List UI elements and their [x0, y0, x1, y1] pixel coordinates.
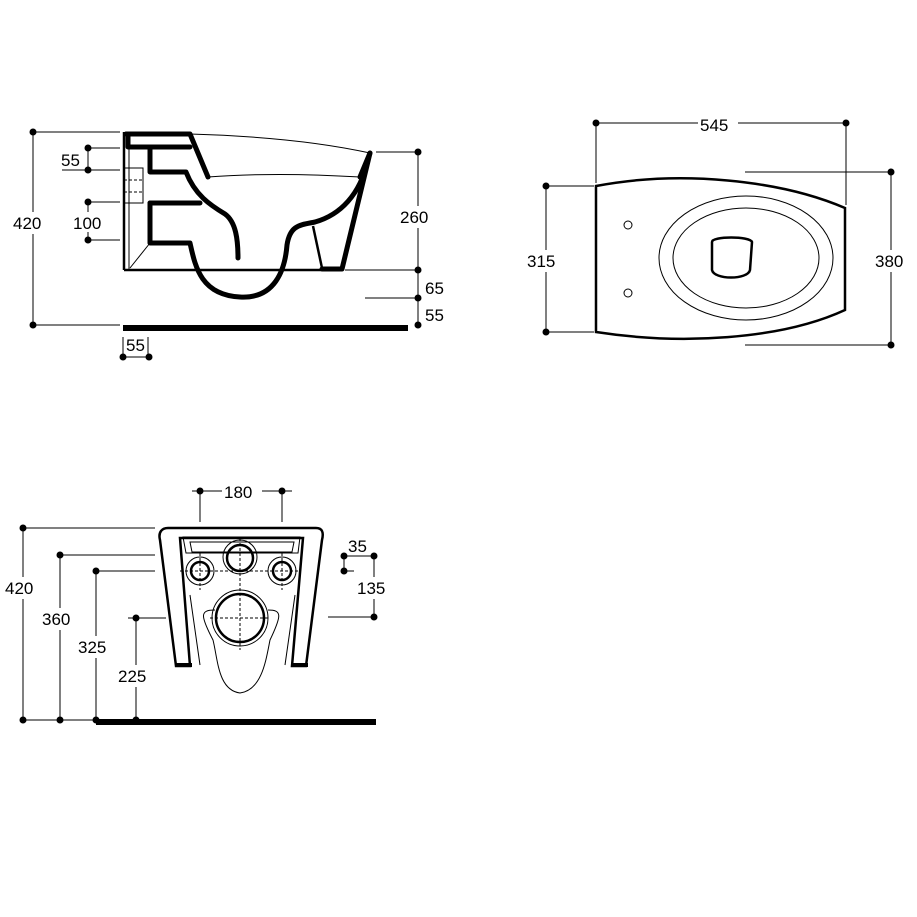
- dim-fixing-height: 325: [77, 567, 155, 724]
- dim-outlet-height: 100: [72, 198, 120, 244]
- dim-label: 100: [73, 214, 101, 233]
- dim-total-height: 420: [10, 128, 120, 329]
- side-view: 420 55 100 260 65: [10, 128, 444, 361]
- side-view-toilet-outline: [122, 131, 373, 300]
- dim-label: 135: [357, 579, 385, 598]
- dim-floor-clearance: 55: [414, 306, 444, 329]
- top-view-toilet-outline: [594, 177, 847, 340]
- dim-label: 35: [348, 537, 367, 556]
- dim-label: 55: [126, 336, 145, 355]
- dim-length: 545: [592, 114, 850, 205]
- dim-label: 420: [5, 579, 33, 598]
- dim-label: 380: [875, 252, 903, 271]
- dim-label: 315: [527, 252, 555, 271]
- dim-label: 360: [42, 610, 70, 629]
- dim-label: 420: [13, 214, 41, 233]
- dim-wall-offset: 55: [119, 336, 153, 361]
- dim-bowl-height: 260: [345, 148, 438, 325]
- rear-view: 180 420 360 325 2: [4, 482, 395, 725]
- dim-rear-width: 315: [526, 182, 594, 336]
- dim-label: 65: [425, 279, 444, 298]
- side-view-floor: [123, 325, 408, 331]
- dim-fixing-offset: 35: [340, 537, 378, 575]
- dim-outlet-drop: 65: [365, 279, 444, 302]
- dim-label: 180: [224, 483, 252, 502]
- rear-view-floor: [96, 719, 376, 725]
- dim-inlet-height: 55: [61, 144, 120, 174]
- dim-label: 260: [400, 208, 428, 227]
- dim-label: 55: [61, 151, 80, 170]
- dim-front-width: 380: [745, 168, 913, 349]
- dim-rear-total-height: 420: [4, 524, 155, 724]
- dim-label: 545: [700, 116, 728, 135]
- rear-view-toilet-outline: [158, 526, 324, 694]
- dim-label: 225: [118, 667, 146, 686]
- dim-label: 325: [78, 638, 106, 657]
- dim-label: 55: [425, 306, 444, 325]
- dim-inlet-height: 360: [41, 551, 155, 724]
- dim-outlet-height-rear: 225: [117, 614, 166, 724]
- dim-fixing-spacing: 180: [192, 482, 292, 522]
- top-view: 545 315 380: [526, 114, 913, 349]
- dim-fixing-to-outlet: 135: [328, 556, 395, 621]
